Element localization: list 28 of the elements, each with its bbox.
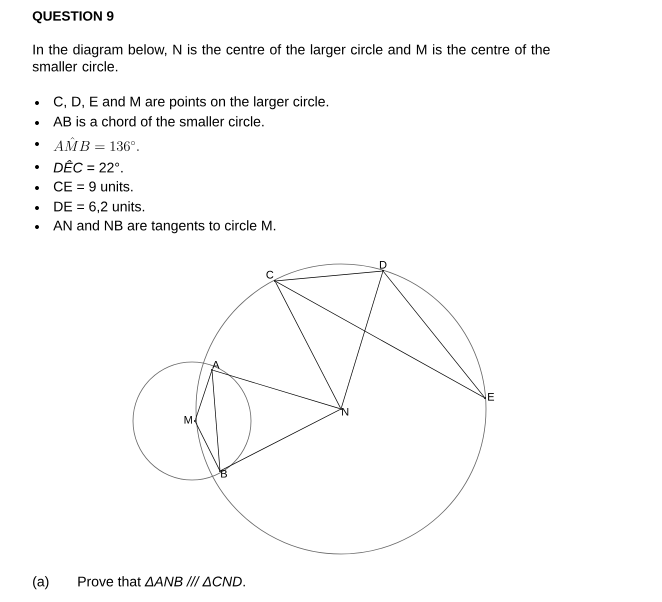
point-label: E [484, 393, 494, 401]
list-item: DE = 6,2 units. [54, 201, 144, 214]
line-segment [341, 272, 383, 408]
line-segment [276, 270, 382, 282]
list-item: DÊC = 22°. [54, 160, 123, 173]
line-segment [212, 370, 340, 409]
question-number: (a) [33, 576, 48, 590]
list-item: C, D, E and M are points on the larger circle. [54, 96, 328, 110]
line-segment [275, 282, 341, 408]
point-label: C [266, 270, 276, 282]
question-text: Prove that ΔANB /// ΔCND. [78, 576, 245, 586]
list-item: $A\hat{M}B = 136^{\circ}.$ [54, 137, 139, 152]
point-label: N [340, 408, 348, 416]
line-segment [220, 409, 340, 471]
heading: QUESTION 9 [32, 11, 114, 24]
line-segment [195, 422, 220, 470]
list-item: AN and NB are tangents to circle M. [53, 220, 276, 234]
list-item: CE = 9 units. [54, 181, 132, 192]
line-segment [195, 370, 212, 420]
line-segment [276, 281, 484, 398]
point-label: A [211, 361, 220, 371]
point-label: D [380, 261, 386, 272]
paragraph: In the diagram below, N is the centre of the larger circle and M is the centre of the smaller circle. [32, 44, 550, 72]
point-label: B [219, 470, 227, 478]
line-segment [212, 370, 220, 470]
list-item: AB is a chord of the smaller circle. [53, 116, 264, 126]
line-segment [383, 272, 485, 398]
point-label: M [184, 416, 196, 424]
